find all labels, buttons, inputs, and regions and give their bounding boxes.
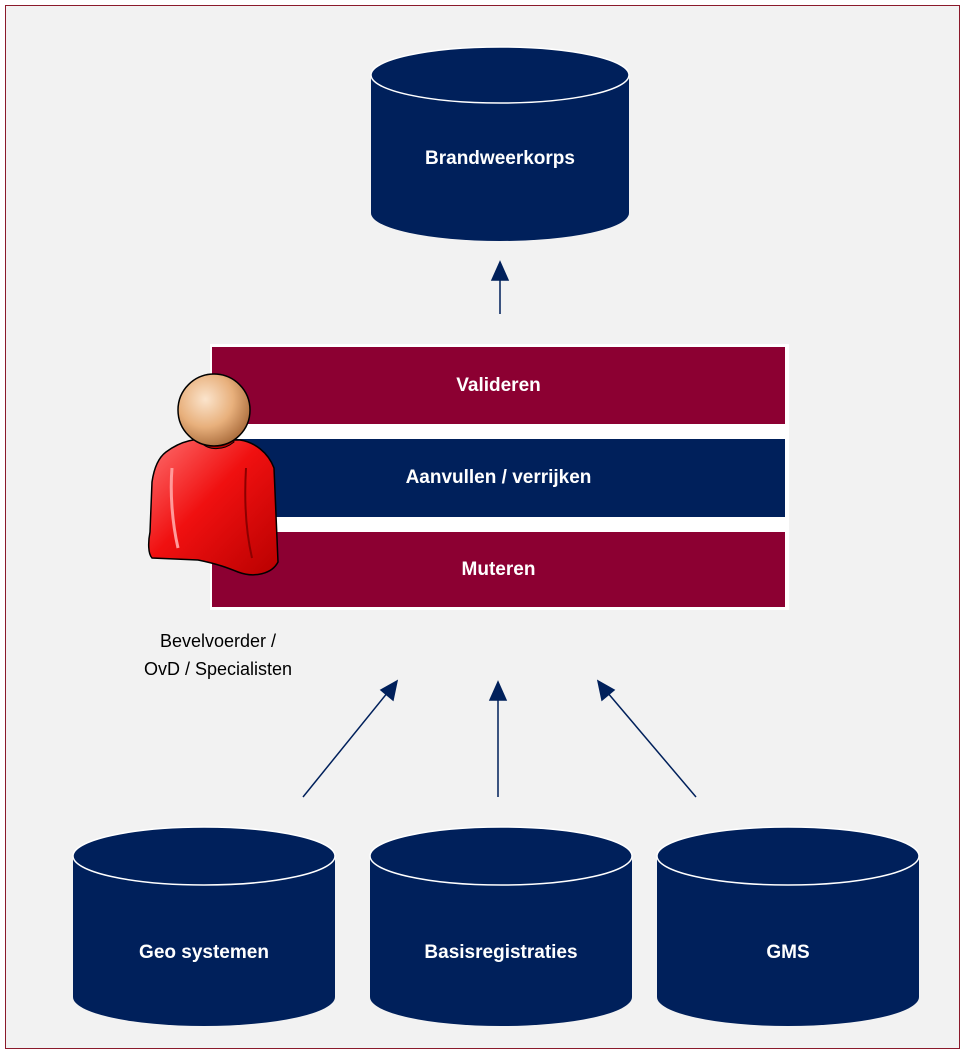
flow-arrows (302, 260, 697, 798)
band-label: Muteren (461, 558, 536, 580)
database-geo-systemen: Geo systemen (71, 825, 337, 1028)
process-band-muteren: Muteren (212, 532, 785, 607)
process-band-aanvullen: Aanvullen / verrijken (212, 439, 785, 517)
arrow-to-brandweerkorps (490, 260, 510, 314)
arrow-from-basisregistraties (488, 680, 508, 797)
band-label: Valideren (456, 374, 541, 396)
actor-caption-line2: OvD / Specialisten (143, 659, 293, 679)
process-band-valideren: Valideren (212, 347, 785, 424)
database-cylinder-icon (370, 46, 630, 241)
database-brandweerkorps: Brandweerkorps (369, 45, 631, 243)
diagram-canvas: Brandweerkorps Valideren Aanvullen / ver… (5, 5, 960, 1049)
database-label: Brandweerkorps (425, 148, 575, 169)
actor-caption: Bevelvoerder / OvD / Specialisten (100, 627, 336, 683)
arrow-from-geo-systemen (302, 679, 399, 798)
actor-caption-line1: Bevelvoerder / (159, 631, 277, 651)
band-label: Aanvullen / verrijken (405, 467, 592, 488)
database-basisregistraties: Basisregistraties (368, 825, 634, 1028)
database-label: GMS (766, 942, 810, 963)
arrow-from-gms (596, 679, 697, 798)
database-gms: GMS (655, 825, 921, 1028)
database-cylinder-icon (656, 826, 920, 1026)
database-cylinder-icon (72, 826, 336, 1026)
person-icon (147, 373, 279, 576)
database-label: Geo systemen (139, 942, 269, 963)
database-label: Basisregistraties (424, 942, 578, 963)
database-cylinder-icon (369, 826, 633, 1026)
